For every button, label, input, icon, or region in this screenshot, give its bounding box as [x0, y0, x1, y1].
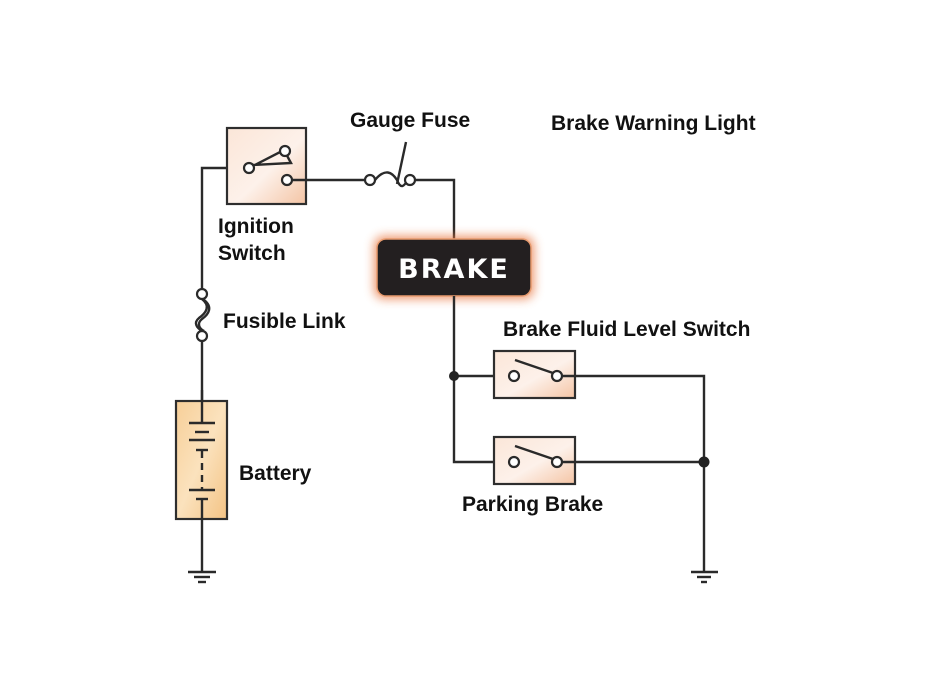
parking-brake-label: Parking Brake: [462, 493, 603, 516]
brake-fluid-terminal-right: [550, 369, 564, 383]
parking-brake-terminal-left: [507, 455, 521, 469]
gauge-fuse-label: Gauge Fuse: [350, 109, 470, 132]
brake-fluid-switch-label: Brake Fluid Level Switch: [503, 318, 750, 341]
ignition-terminal-common: [242, 161, 256, 175]
ignition-terminal-run: [280, 173, 294, 187]
gauge-fuse-terminal-left: [363, 173, 377, 187]
gauge-fuse: [363, 141, 417, 188]
ignition-switch-label-line2: Switch: [218, 242, 286, 265]
parking-brake-terminal-right: [550, 455, 564, 469]
junction-dot-right: [698, 456, 710, 468]
ignition-switch: [225, 126, 308, 206]
brake-fluid-switch-box: [492, 349, 577, 400]
fusible-link-terminal-top: [195, 287, 209, 301]
fusible-link: [194, 287, 211, 343]
gauge-fuse-terminal-right: [403, 173, 417, 187]
ignition-to-lamp-wire: [292, 178, 456, 240]
lamp-text: BRAKE: [398, 254, 510, 285]
battery-label: Battery: [239, 462, 312, 485]
junction-dot-left: [449, 371, 459, 381]
brake-fluid-terminal-left: [507, 369, 521, 383]
brake-warning-lamp: BRAKE: [374, 236, 534, 299]
parking-brake-switch: [492, 435, 577, 486]
diagram-title: Brake Warning Light: [551, 112, 756, 135]
fusible-link-terminal-bottom: [195, 329, 209, 343]
right-return-wire: [562, 374, 710, 571]
ignition-switch-box: [225, 126, 308, 206]
battery: [174, 390, 229, 521]
battery-ground-icon: [188, 519, 216, 584]
brake-fluid-level-switch: [492, 349, 577, 400]
fusible-link-label: Fusible Link: [223, 310, 346, 333]
switch-ground-icon: [691, 570, 718, 584]
ignition-terminal-accessory: [278, 144, 292, 158]
left-wire: [200, 166, 244, 420]
ignition-switch-label-line1: Ignition: [218, 215, 294, 238]
